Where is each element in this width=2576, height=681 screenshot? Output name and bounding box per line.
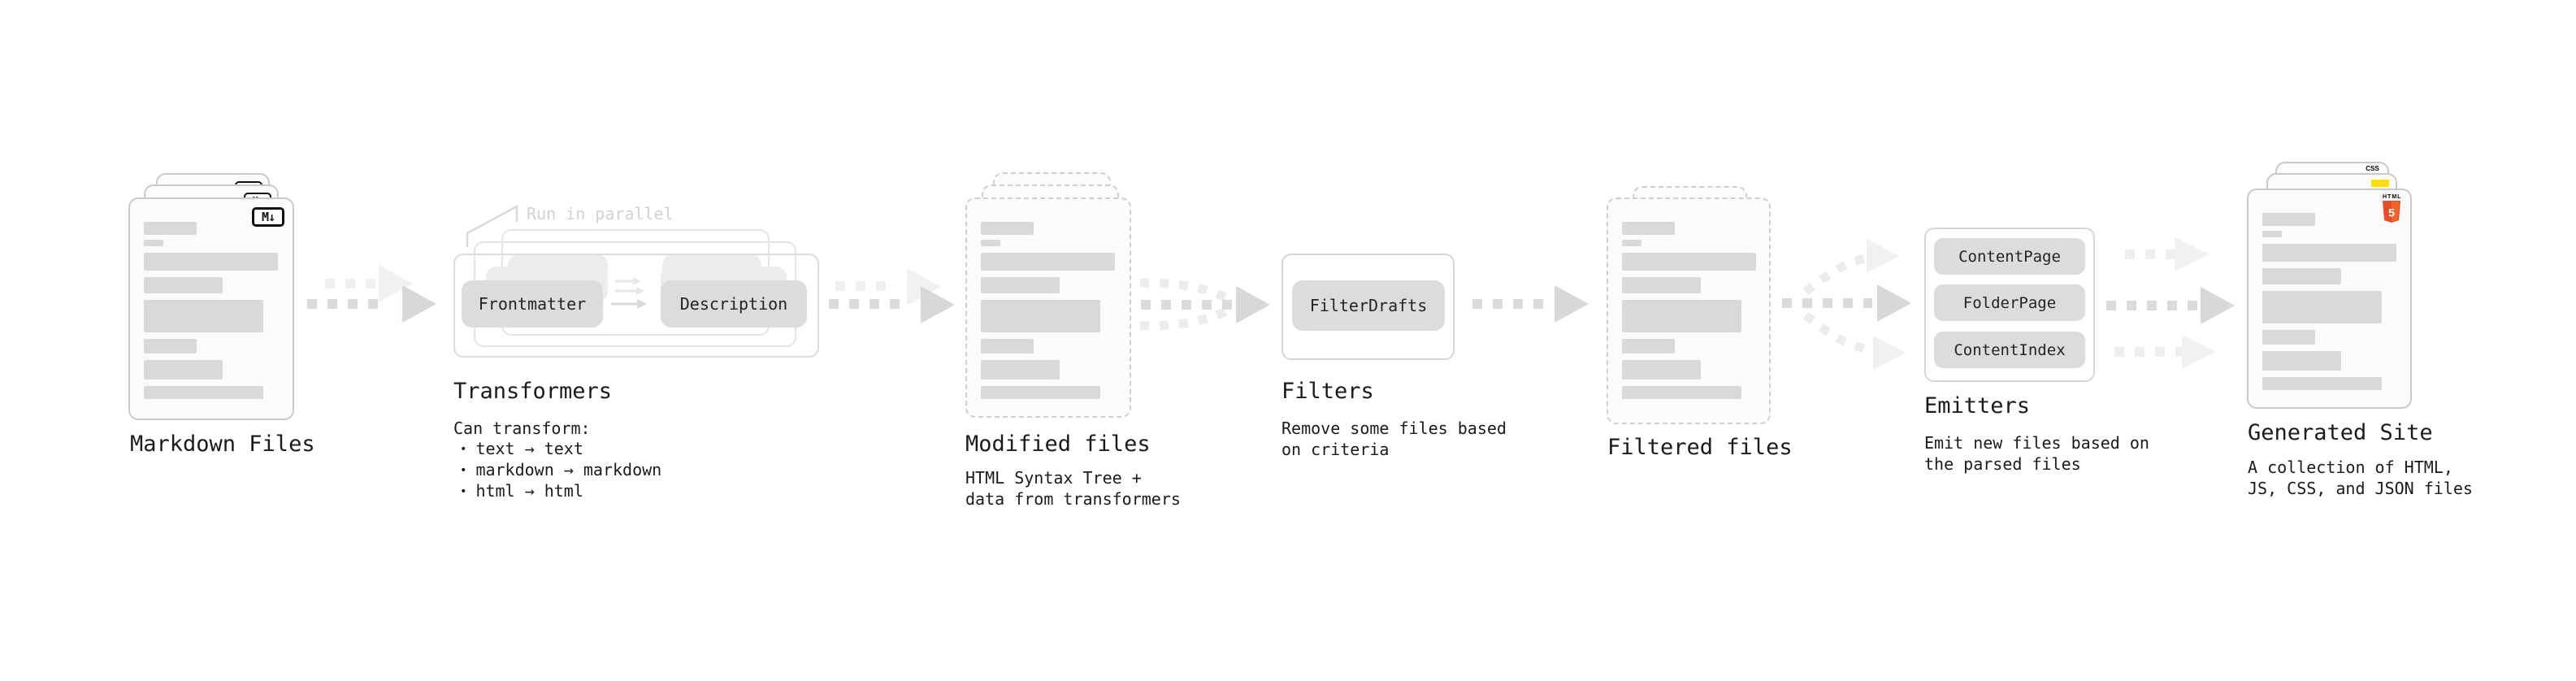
transformer-parallel-arrows	[611, 277, 647, 309]
arrow-markdown-to-transformers	[307, 265, 436, 323]
file-card-front: M↓	[128, 197, 294, 420]
annotation-leader-line	[466, 204, 518, 247]
html5-icon: HTML 5	[2383, 194, 2400, 226]
text-line-bar	[981, 339, 1034, 354]
filter-pill-filterdrafts: FilterDrafts	[1292, 280, 1445, 331]
text-line-bar	[981, 300, 1100, 332]
text-line-bar	[1622, 339, 1675, 354]
text-line-bar	[144, 240, 163, 246]
text-line-bar	[2262, 377, 2382, 390]
text-line-bar	[144, 300, 263, 332]
text-line-bar	[1622, 300, 1741, 332]
stage-title-emitters: Emitters	[1924, 393, 2031, 419]
html-label: HTML	[2383, 194, 2402, 200]
text-line-bar	[144, 360, 223, 380]
text-line-bar	[2262, 244, 2396, 262]
file-card-html: HTML 5	[2247, 189, 2412, 409]
file-content-placeholder	[1622, 222, 1756, 399]
transformers-desc: Can transform:	[453, 419, 591, 438]
bullet-text: html → html	[475, 481, 583, 501]
text-line-bar	[2262, 231, 2282, 237]
javascript-icon	[2371, 180, 2389, 187]
stage-title-generated-site: Generated Site	[2248, 420, 2433, 445]
text-line-bar	[1622, 277, 1701, 293]
arrow-transformers-to-modified	[829, 268, 955, 323]
file-content-placeholder	[2262, 213, 2396, 390]
bullet-dot-icon: •	[460, 464, 467, 477]
modified-desc-line1: HTML Syntax Tree +	[965, 468, 1142, 488]
emitters-desc-line2: the parsed files	[1924, 454, 2081, 474]
run-in-parallel-annotation: Run in parallel	[527, 204, 674, 223]
arrow-filtered-to-emitters	[1782, 239, 1911, 370]
html5-shield: 5	[2383, 201, 2400, 223]
text-line-bar	[2262, 213, 2315, 226]
generated-desc-line1: A collection of HTML,	[2248, 458, 2453, 477]
stage-title-markdown-files: Markdown Files	[130, 432, 315, 457]
stage-title-modified-files: Modified files	[965, 432, 1151, 457]
arrow-emitters-to-generated	[2106, 237, 2235, 369]
text-line-bar	[2262, 351, 2341, 371]
arrow-modified-to-filters	[1139, 278, 1270, 331]
css-label: CSS	[2366, 165, 2379, 172]
bullet-dot-icon: •	[460, 443, 467, 456]
text-line-bar	[981, 240, 1000, 246]
bullet-dot-icon: •	[460, 485, 467, 498]
text-line-bar	[981, 253, 1115, 271]
stage-title-transformers: Transformers	[453, 379, 613, 404]
transformer-pill-frontmatter: Frontmatter	[462, 280, 603, 327]
text-line-bar	[144, 339, 197, 354]
bullet-text: text → text	[475, 439, 583, 458]
transformer-pill-description: Description	[661, 280, 807, 327]
text-line-bar	[144, 253, 278, 271]
filters-desc-line1: Remove some files based	[1281, 419, 1507, 438]
stage-title-filters: Filters	[1281, 379, 1374, 404]
emitter-pill-contentpage: ContentPage	[1934, 238, 2085, 275]
svg-text:5: 5	[2388, 206, 2395, 219]
transformer-layer-front	[453, 254, 819, 358]
text-line-bar	[1622, 253, 1756, 271]
file-card-front	[1607, 197, 1771, 424]
emitter-pill-contentindex: ContentIndex	[1934, 332, 2085, 368]
text-line-bar	[981, 360, 1060, 380]
text-line-bar	[2262, 268, 2341, 284]
emitter-pill-folderpage: FolderPage	[1934, 284, 2085, 321]
transform-bullet: • text → text	[460, 439, 583, 458]
modified-desc-line2: data from transformers	[965, 489, 1181, 509]
generated-desc-line2: JS, CSS, and JSON files	[2248, 479, 2473, 498]
transform-bullet: • html → html	[460, 481, 583, 501]
file-content-placeholder	[144, 222, 279, 399]
text-line-bar	[1622, 222, 1675, 235]
file-content-placeholder	[981, 222, 1116, 399]
bullet-text: markdown → markdown	[475, 460, 662, 479]
transform-bullet: • markdown → markdown	[460, 460, 661, 479]
text-line-bar	[1622, 240, 1641, 246]
arrow-filters-to-filtered	[1472, 285, 1589, 323]
text-line-bar	[144, 386, 263, 399]
text-line-bar	[2262, 291, 2382, 323]
text-line-bar	[2262, 330, 2315, 345]
text-line-bar	[144, 277, 223, 293]
text-line-bar	[1622, 360, 1701, 380]
emitters-desc-line1: Emit new files based on	[1924, 433, 2149, 453]
text-line-bar	[981, 386, 1100, 399]
markdown-icon: M↓	[252, 207, 284, 227]
file-card-front	[965, 197, 1131, 418]
text-line-bar	[1622, 386, 1741, 399]
text-line-bar	[144, 222, 197, 235]
stage-title-filtered-files: Filtered files	[1607, 435, 1793, 460]
text-line-bar	[981, 222, 1034, 235]
filters-desc-line2: on criteria	[1281, 440, 1390, 459]
text-line-bar	[981, 277, 1060, 293]
